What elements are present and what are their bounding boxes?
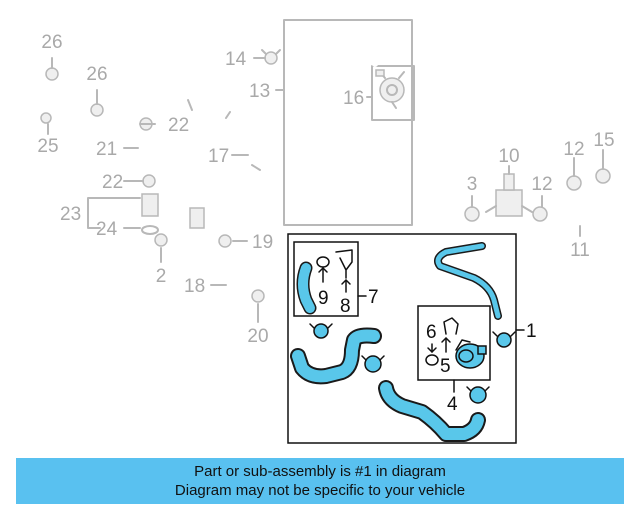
hose-lower-middle[interactable]	[378, 380, 486, 442]
water-pump-10	[485, 173, 533, 217]
hose-11	[556, 200, 602, 218]
callout-21: 21	[96, 139, 117, 160]
callout-12b: 12	[563, 139, 584, 160]
hose-9[interactable]	[296, 261, 317, 315]
clamp-15	[595, 168, 611, 184]
banner-line-2: Diagram may not be specific to your vehi…	[174, 482, 466, 499]
housing-4[interactable]	[455, 339, 487, 369]
hose-13-lower	[345, 125, 410, 215]
assembly-leaders	[318, 267, 525, 393]
hose-lower-left[interactable]	[290, 327, 382, 385]
callout-2: 2	[156, 266, 167, 287]
callout-16: 16	[343, 88, 364, 109]
callout-9: 9	[318, 288, 329, 309]
callout-24: 24	[96, 219, 118, 240]
clamp-19	[218, 234, 232, 248]
clamp-12a	[532, 206, 548, 222]
callout-23: 23	[60, 204, 81, 225]
ghost-leaders	[47, 57, 604, 323]
callout-1: 1	[526, 321, 537, 342]
callout-10: 10	[498, 146, 519, 167]
o-ring-9[interactable]	[316, 256, 330, 268]
callout-15: 15	[593, 130, 614, 151]
clamp-3	[464, 206, 480, 222]
clamp-22b	[142, 174, 156, 188]
sensor-24	[141, 193, 159, 235]
callout-6: 6	[426, 322, 437, 343]
box-13	[283, 19, 413, 226]
callout-12a: 12	[531, 174, 552, 195]
o-ring-6[interactable]	[425, 354, 439, 366]
hose-25	[23, 80, 90, 124]
clamp-26a	[45, 67, 59, 81]
callout-4: 4	[447, 394, 458, 415]
callout-8: 8	[340, 296, 351, 317]
clamp-26b	[90, 103, 104, 117]
assembly-1[interactable]: 9 8 7 6 5 4 1	[287, 233, 537, 444]
ghost-parts: 26 26 25 22 21 22 23 24 2 18 20 19 17 14…	[23, 19, 615, 347]
clamp-lower-right[interactable]	[466, 386, 490, 404]
info-banner: Part or sub-assembly is #1 in diagram Di…	[16, 458, 624, 504]
callout-5: 5	[440, 356, 451, 377]
callout-7: 7	[368, 287, 379, 308]
callout-22b: 22	[102, 172, 123, 193]
pipe-upper[interactable]	[434, 242, 502, 320]
clamp-near-1[interactable]	[492, 331, 516, 348]
callout-18: 18	[184, 276, 205, 297]
hose-13-top	[299, 33, 378, 67]
pipe-17	[110, 84, 261, 240]
callout-20: 20	[247, 326, 268, 347]
callout-14: 14	[225, 49, 247, 70]
bracket-5[interactable]	[443, 317, 459, 335]
hose-21	[139, 137, 152, 179]
clamp-lower-left-mid[interactable]	[361, 355, 385, 373]
callout-26b: 26	[86, 64, 107, 85]
box-7	[293, 241, 359, 317]
clamp-lower-left-top[interactable]	[309, 323, 333, 339]
callout-22a: 22	[168, 115, 189, 136]
bracket-8[interactable]	[335, 249, 353, 279]
callout-19: 19	[252, 232, 273, 253]
callout-25: 25	[37, 136, 58, 157]
clamp-2	[154, 233, 168, 247]
hose-18	[225, 257, 247, 303]
callout-3: 3	[467, 174, 478, 195]
callout-26a: 26	[41, 32, 62, 53]
clamp-20	[251, 289, 265, 303]
banner-line-1: Part or sub-assembly is #1 in diagram	[194, 463, 446, 480]
callout-17: 17	[208, 146, 229, 167]
thermostat-16	[375, 69, 405, 109]
box-16	[371, 65, 415, 121]
callout-13: 13	[249, 81, 270, 102]
callout-11: 11	[570, 240, 590, 261]
clamp-12b	[566, 175, 582, 191]
parts-diagram: 26 26 25 22 21 22 23 24 2 18 20 19 17 14…	[23, 19, 615, 444]
